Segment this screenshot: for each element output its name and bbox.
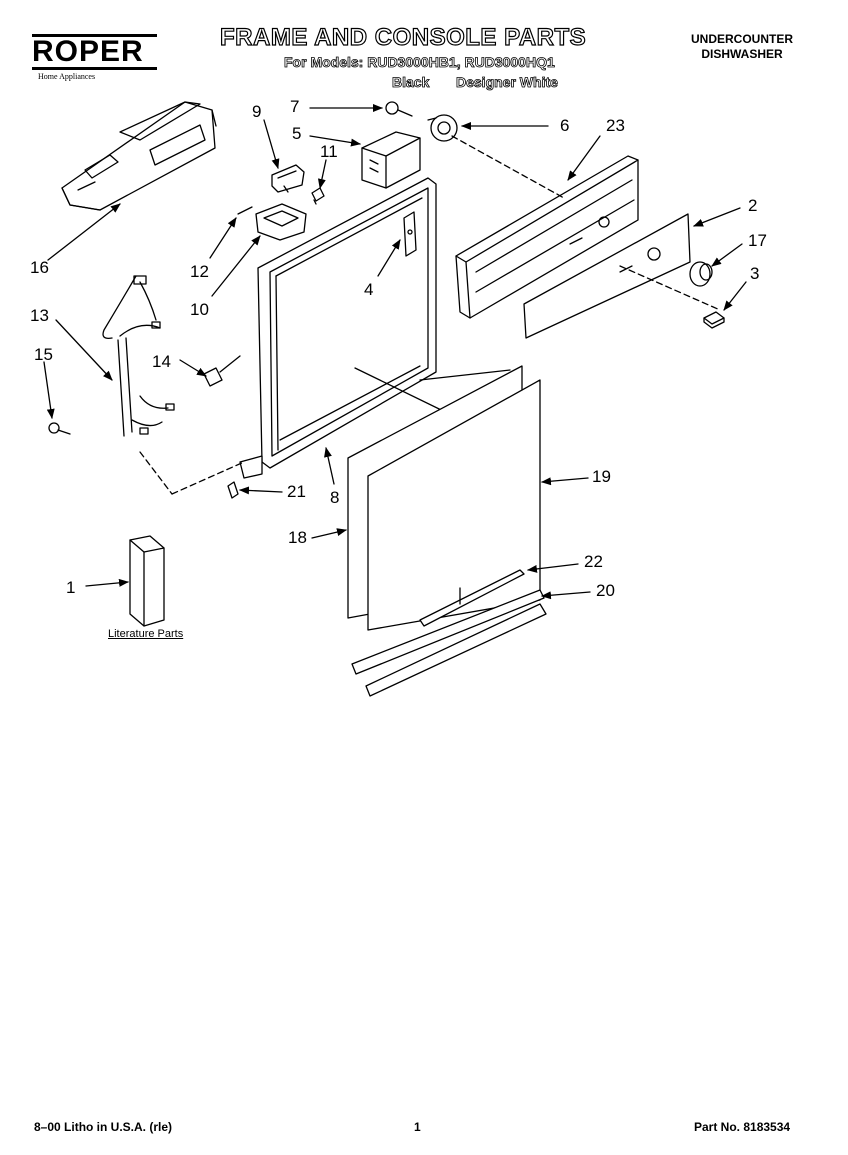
callout-8: 8	[330, 488, 340, 507]
callout-17: 17	[748, 231, 767, 250]
callout-6: 6	[560, 116, 570, 135]
callout-15: 15	[34, 345, 53, 364]
callout-14: 14	[152, 352, 171, 371]
callout-13: 13	[30, 306, 49, 325]
callout-10: 10	[190, 300, 209, 319]
part-23-console	[455, 155, 639, 319]
part-16-cover	[61, 101, 217, 211]
callout-7: 7	[290, 97, 300, 116]
callout-4: 4	[364, 280, 374, 299]
callout-9: 9	[252, 102, 262, 121]
logo-bottom-bar	[32, 67, 157, 70]
footer-part-number: Part No. 8183534	[694, 1120, 791, 1134]
assembly-guides	[139, 135, 721, 495]
models-line: For Models: RUD3000HB1, RUD3000HQ1	[284, 54, 556, 71]
part-20-strip	[351, 589, 547, 697]
callout-20: 20	[596, 581, 615, 600]
part-4-latch	[403, 211, 417, 257]
footer-page-number: 1	[414, 1120, 421, 1134]
callout-2: 2	[748, 196, 758, 215]
part-5-switch-assembly	[361, 131, 421, 189]
product-line-2: DISHWASHER	[701, 47, 783, 61]
part-6-knob	[427, 114, 458, 142]
page-title: FRAME AND CONSOLE PARTS	[219, 23, 587, 51]
footer-print-info: 8–00 Litho in U.S.A. (rle)	[34, 1120, 173, 1134]
callout-12: 12	[190, 262, 209, 281]
brand-name: ROPER	[32, 35, 144, 68]
part-9-bracket	[271, 164, 305, 193]
callout-18: 18	[288, 528, 307, 547]
callout-21: 21	[287, 482, 306, 501]
callout-16: 16	[30, 258, 49, 277]
callout-22: 22	[584, 552, 603, 571]
part-21-clip	[227, 481, 239, 499]
part-1-literature	[129, 535, 165, 627]
part-3-button	[703, 311, 725, 329]
callout-19: 19	[592, 467, 611, 486]
literature-parts-label: Literature Parts	[108, 628, 184, 640]
callout-3: 3	[750, 264, 760, 283]
part-22-trim	[419, 569, 525, 627]
callout-23: 23	[606, 116, 625, 135]
color-black-label: Black	[392, 74, 430, 91]
product-type: UNDERCOUNTER DISHWASHER	[672, 32, 812, 62]
part-12-screw	[237, 206, 253, 215]
part-15-screw	[48, 422, 71, 435]
part-11-clip	[311, 187, 325, 205]
callout-5: 5	[292, 124, 302, 143]
color-white-label: Designer White	[456, 74, 559, 91]
brand-logo: ROPER Home Appliances	[32, 34, 157, 81]
product-line-1: UNDERCOUNTER	[691, 32, 793, 46]
part-13-harness	[102, 275, 175, 437]
part-2-panel	[523, 213, 691, 339]
part-8-frame	[239, 177, 471, 479]
part-17-knob	[689, 261, 713, 287]
logo-top-bar	[32, 34, 157, 37]
leader-lines	[43, 104, 747, 600]
part-14-sensor	[203, 355, 241, 387]
part-10-housing	[255, 203, 307, 241]
callout-11: 11	[320, 142, 338, 161]
callout-1: 1	[66, 578, 76, 597]
brand-subtitle: Home Appliances	[38, 72, 96, 81]
part-7-screw	[385, 101, 413, 117]
